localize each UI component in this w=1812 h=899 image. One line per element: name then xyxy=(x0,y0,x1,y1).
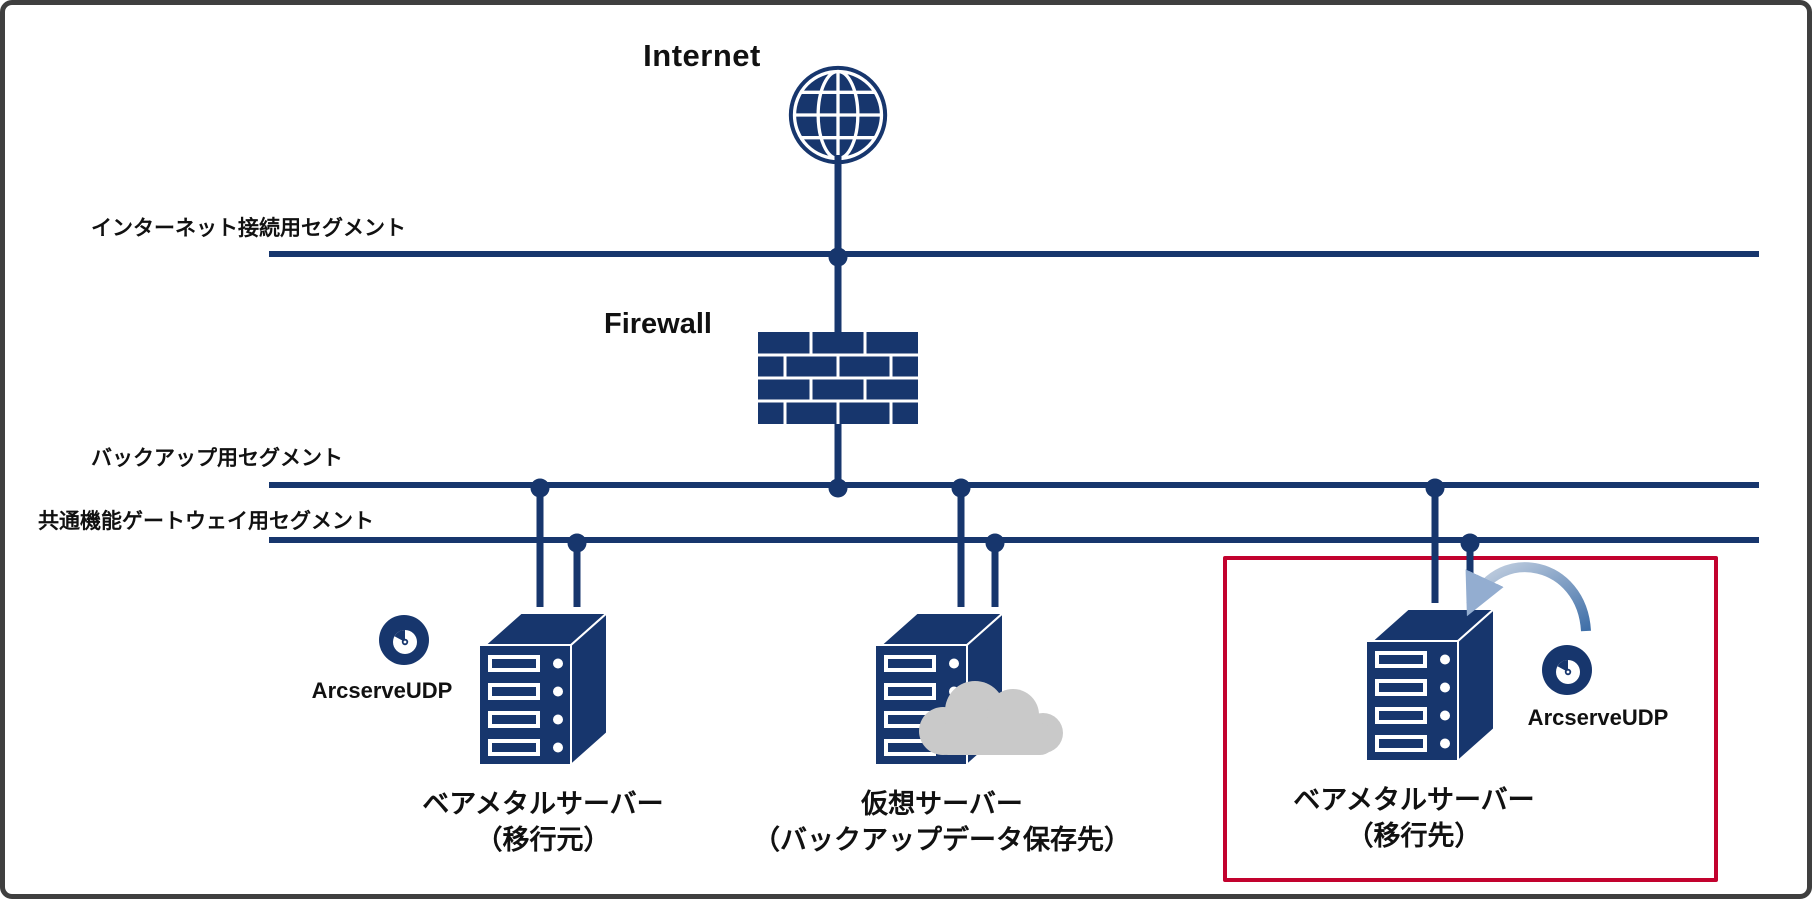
arcserve-udp-label: ArcserveUDP xyxy=(1527,705,1669,730)
connector-line xyxy=(1431,485,1439,603)
server-role: （移行元） xyxy=(475,824,611,855)
segment-line-internet xyxy=(269,251,1759,257)
connector-line xyxy=(536,485,544,607)
restore-arrow-icon xyxy=(1465,562,1591,632)
segment-label-gateway: 共通機能ゲートウェイ用セグメント xyxy=(38,510,374,533)
firewall-icon xyxy=(758,332,918,424)
server-caption-backup-store: 仮想サーバー （バックアップデータ保存先） xyxy=(753,787,1131,858)
server-role: （移行先） xyxy=(1346,820,1482,851)
server-name: ベアメタルサーバー xyxy=(1293,785,1535,815)
cloud-icon xyxy=(919,681,1063,755)
server-role: （バックアップデータ保存先） xyxy=(753,824,1131,855)
junction-dot xyxy=(985,533,1005,553)
internet-label: Internet xyxy=(643,38,761,73)
connector-line xyxy=(573,540,581,607)
junction-dot xyxy=(1425,478,1445,498)
connector-line xyxy=(834,155,842,255)
junction-dot xyxy=(828,247,848,267)
junction-dot xyxy=(530,478,550,498)
segment-line-backup xyxy=(269,482,1759,488)
arcserve-udp-icon xyxy=(379,615,429,665)
internet-globe-icon xyxy=(787,64,889,166)
server-caption-migration-source: ベアメタルサーバー （移行元） xyxy=(422,787,663,858)
firewall-label: Firewall xyxy=(604,308,712,340)
server-caption-migration-destination: ベアメタルサーバー （移行先） xyxy=(1293,783,1534,854)
server-name: 仮想サーバー xyxy=(861,789,1023,819)
segment-label-backup: バックアップ用セグメント xyxy=(91,447,343,470)
segment-label-internet: インターネット接続用セグメント xyxy=(91,217,406,240)
connector-line xyxy=(957,485,965,607)
junction-dot xyxy=(567,533,587,553)
junction-dot xyxy=(951,478,971,498)
segment-line-gateway xyxy=(269,537,1759,543)
arcserve-udp-label: ArcserveUDP xyxy=(311,678,453,703)
junction-dot xyxy=(1460,533,1480,553)
server-icon-migration-source xyxy=(477,611,609,767)
arcserve-udp-icon xyxy=(1542,645,1592,695)
junction-dot xyxy=(828,478,848,498)
connector-line xyxy=(991,540,999,607)
server-name: ベアメタルサーバー xyxy=(422,789,664,819)
